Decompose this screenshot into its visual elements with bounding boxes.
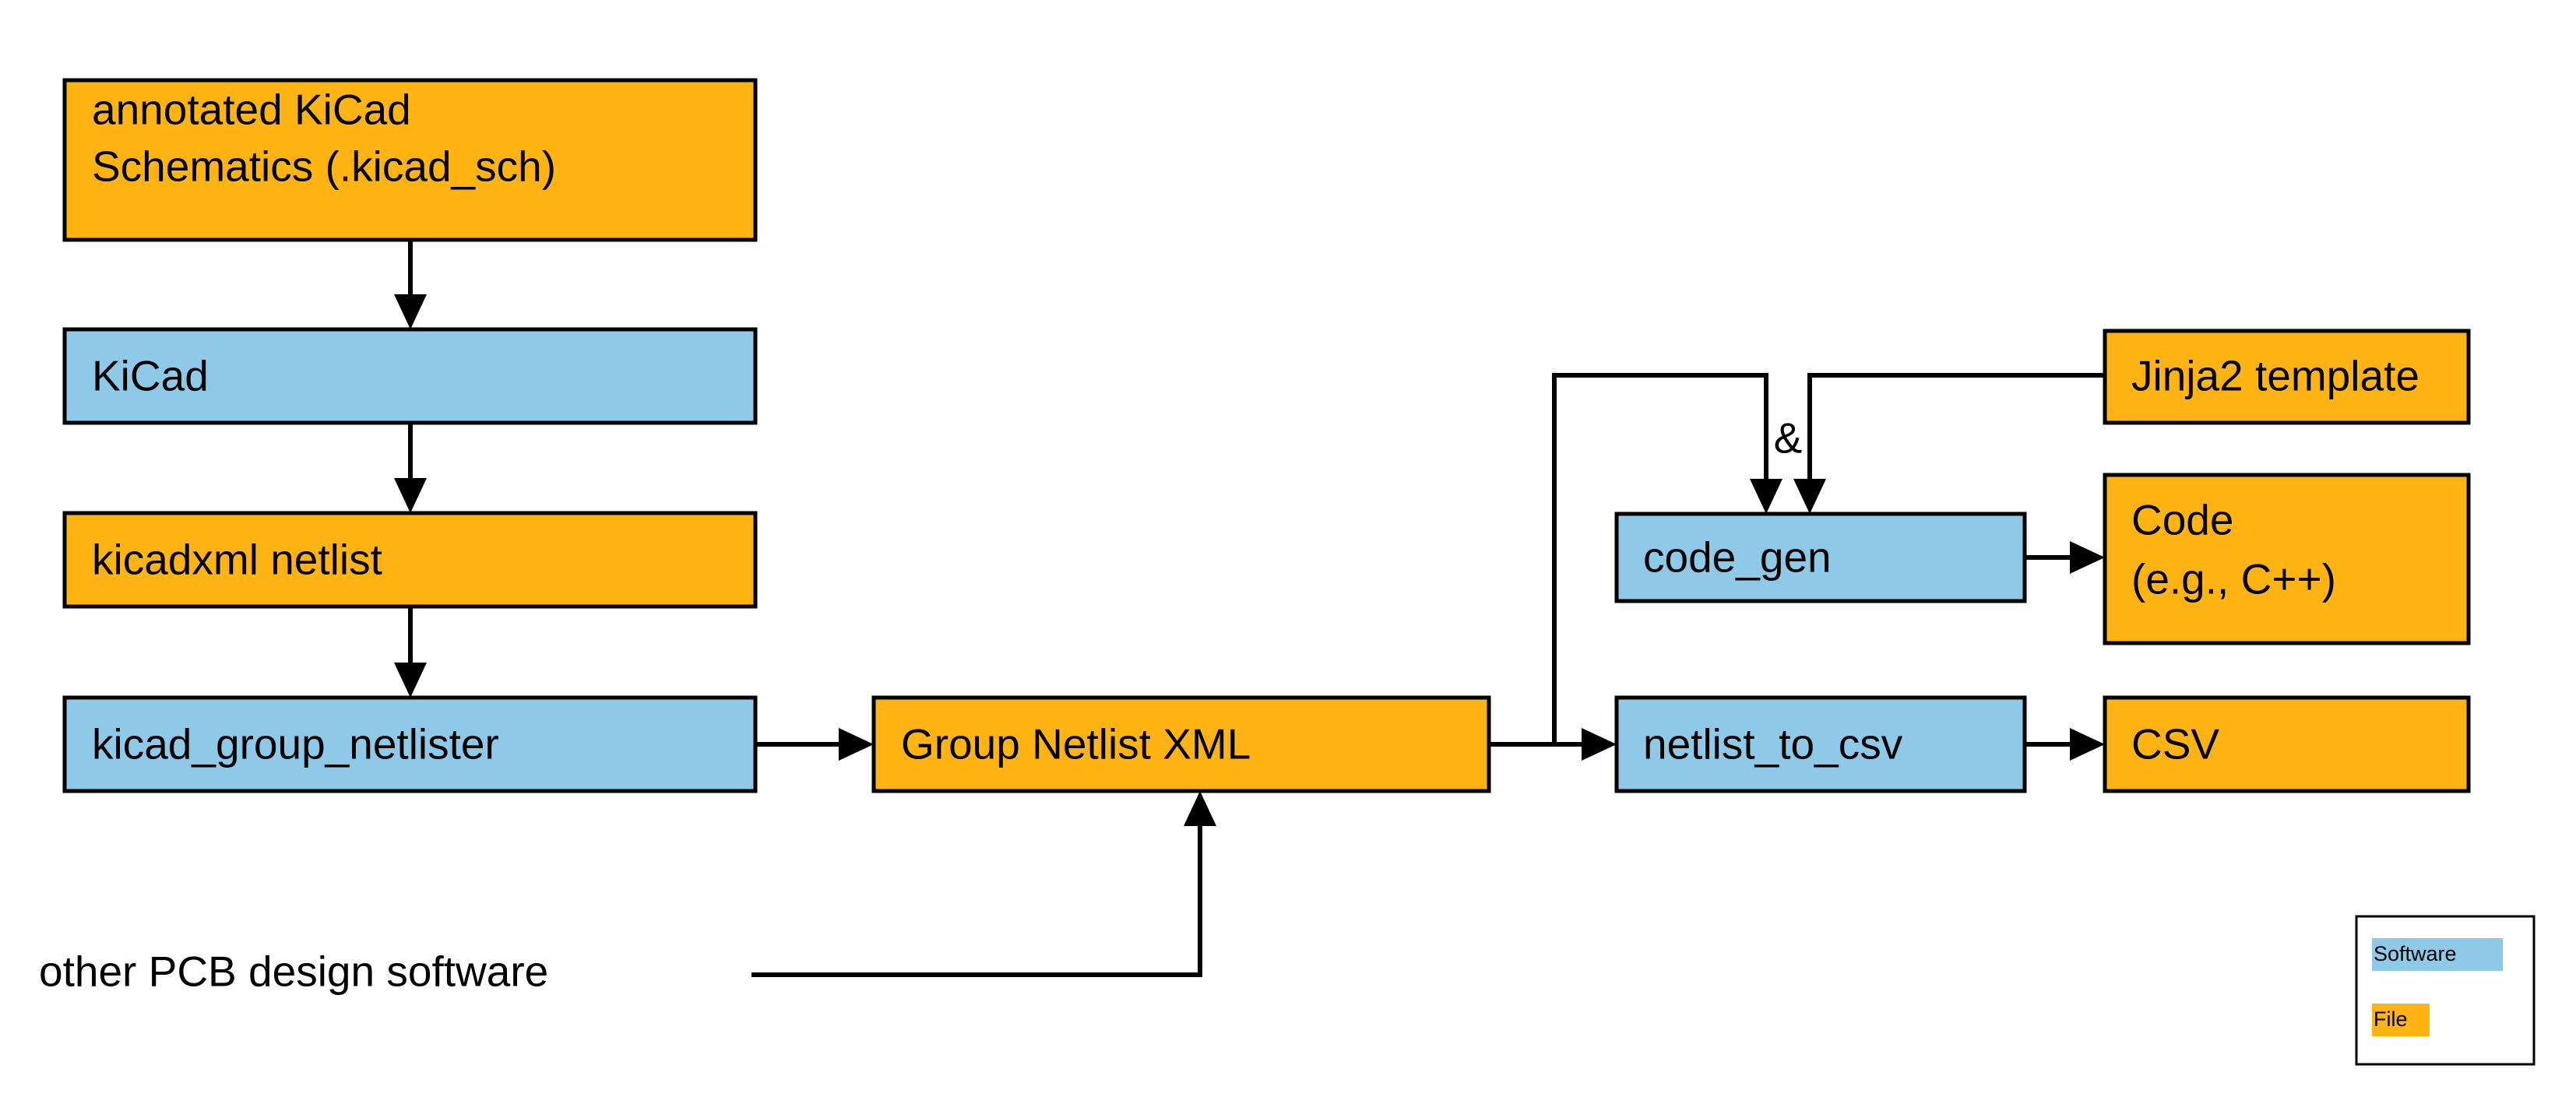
and-junction-label: & [1774,414,1803,462]
edge-netlist-to-csv-to-csv [2025,728,2105,761]
edge-groupxml-to-netlist-to-csv [1489,728,1617,761]
nodes-layer: annotated KiCad Schematics (.kicad_sch) … [62,78,2471,793]
node-kicad-group-netlister[interactable]: kicad_group_netlister [62,695,758,793]
edge-kicad-to-kicadxml [394,423,427,513]
node-code-output[interactable]: Code (e.g., C++) [2103,473,2471,645]
node-jinja2-template[interactable]: Jinja2 template [2103,329,2471,425]
node-code-output-line-1: Code [2131,496,2233,544]
edges-layer: & [394,240,2105,977]
edge-schematics-to-kicad [394,240,427,329]
legend: Software File [2355,915,2536,1066]
legend-item-software-label: Software [2374,942,2457,965]
node-group-netlist-xml-label: Group Netlist XML [901,720,1251,768]
edge-netlister-to-groupxml [755,728,874,761]
node-kicadxml-netlist-label: kicadxml netlist [92,536,382,584]
node-annotated-schematics-line-2: Schematics (.kicad_sch) [92,142,556,191]
legend-item-software: Software [2372,938,2503,971]
other-pcb-software-label: other PCB design software [39,948,548,996]
node-code-output-line-2: (e.g., C++) [2131,555,2336,603]
node-jinja2-template-label: Jinja2 template [2131,352,2419,400]
edge-code-gen-to-code [2025,541,2105,574]
legend-item-file: File [2372,1004,2430,1036]
edge-other-pcb-to-groupxml [751,791,1216,977]
node-kicad-label: KiCad [92,352,209,400]
legend-item-file-label: File [2374,1007,2408,1031]
annotations-layer: other PCB design software [39,948,548,996]
edge-groupxml-to-code-gen [1552,373,1782,744]
node-code-gen-label: code_gen [1643,533,1832,582]
node-kicadxml-netlist[interactable]: kicadxml netlist [62,511,758,609]
node-group-netlist-xml[interactable]: Group Netlist XML [871,695,1491,793]
node-netlist-to-csv-label: netlist_to_csv [1643,720,1903,768]
node-csv-output[interactable]: CSV [2103,695,2471,793]
node-kicad-group-netlister-label: kicad_group_netlister [92,720,499,768]
node-annotated-schematics-line-1: annotated KiCad [92,86,411,134]
edge-kicadxml-to-netlister [394,606,427,698]
node-netlist-to-csv[interactable]: netlist_to_csv [1614,695,2027,793]
edge-jinja2-to-code-gen [1793,373,2105,514]
node-annotated-schematics[interactable]: annotated KiCad Schematics (.kicad_sch) [62,78,758,242]
node-kicad[interactable]: KiCad [62,327,758,425]
node-csv-output-label: CSV [2131,720,2219,768]
node-code-gen[interactable]: code_gen [1614,512,2027,603]
